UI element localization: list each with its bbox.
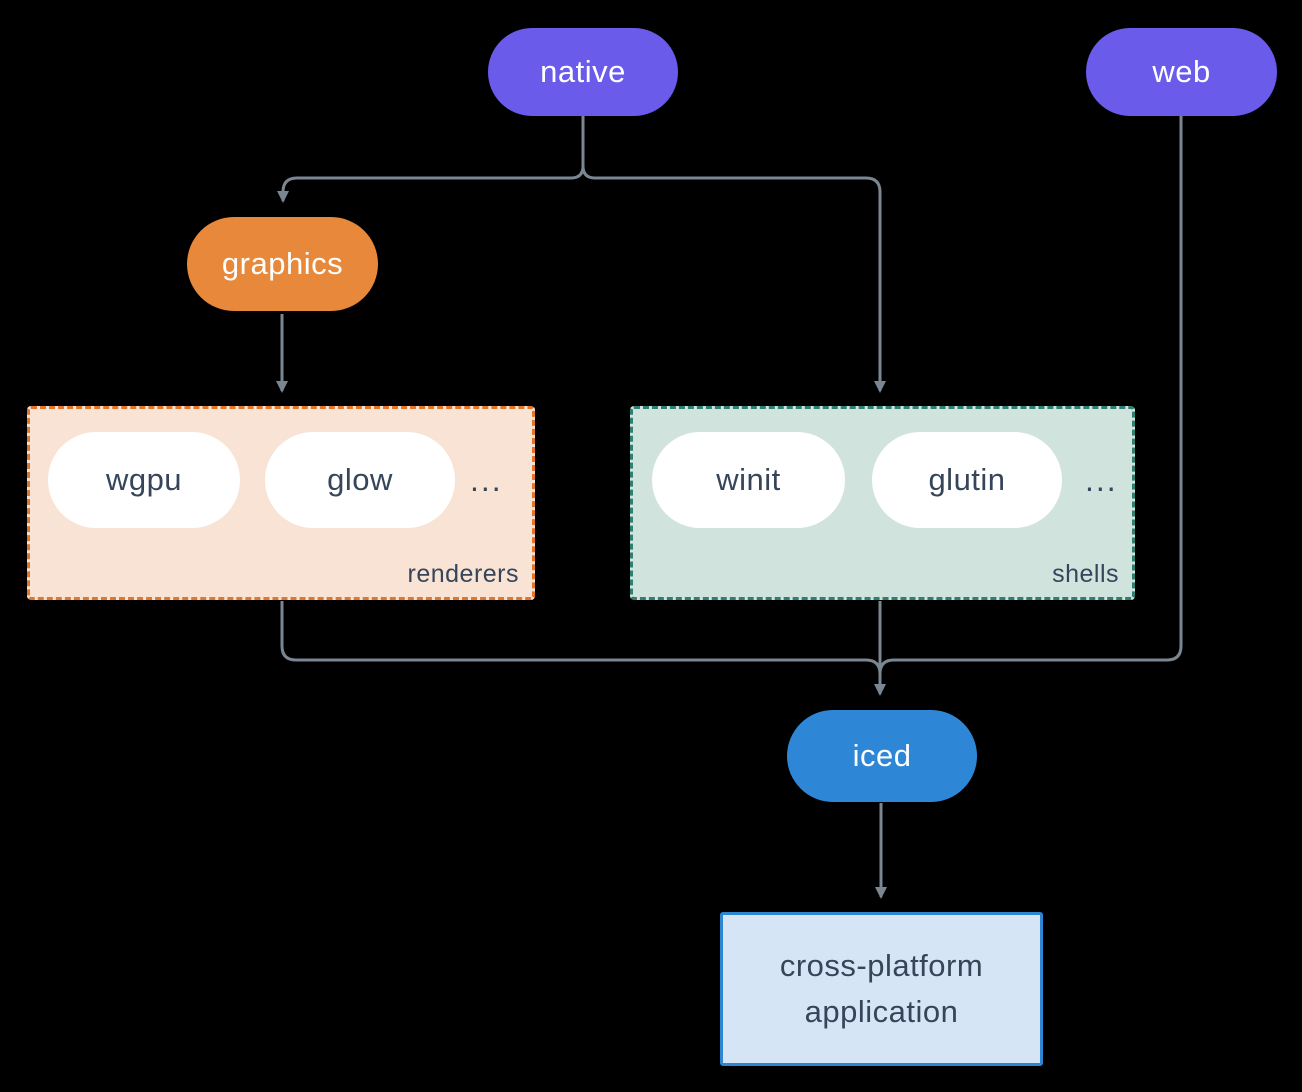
node-glow: glow (265, 432, 455, 528)
edge-renderers-to-merge (280, 601, 882, 678)
edge-native-to-graphics (277, 116, 585, 203)
node-iced-label: iced (852, 738, 912, 773)
app-label-line2: application (804, 994, 959, 1029)
node-glutin: glutin (872, 432, 1062, 528)
node-graphics-label: graphics (221, 246, 344, 281)
node-iced: iced (787, 710, 977, 802)
renderers-ellipsis: ... (470, 461, 503, 498)
node-web: web (1086, 28, 1277, 116)
node-winit-label: winit (716, 462, 781, 497)
shells-group-label: shells (1052, 560, 1119, 588)
node-cross-platform-application: cross-platform application (720, 912, 1043, 1066)
node-native-label: native (540, 54, 626, 89)
edge-native-to-shells (581, 116, 886, 393)
app-label-line1: cross-platform (779, 948, 984, 983)
node-graphics: graphics (187, 217, 378, 311)
renderers-group-label: renderers (407, 560, 519, 588)
node-native: native (488, 28, 678, 116)
node-glutin-label: glutin (928, 462, 1006, 497)
node-wgpu-label: wgpu (105, 462, 183, 497)
node-web-label: web (1152, 54, 1211, 89)
group-shells: winit glutin ... shells (630, 406, 1135, 600)
node-wgpu: wgpu (48, 432, 240, 528)
shells-ellipsis: ... (1085, 461, 1118, 498)
node-winit: winit (652, 432, 845, 528)
group-renderers: wgpu glow ... renderers (27, 406, 535, 600)
node-glow-label: glow (327, 462, 393, 497)
